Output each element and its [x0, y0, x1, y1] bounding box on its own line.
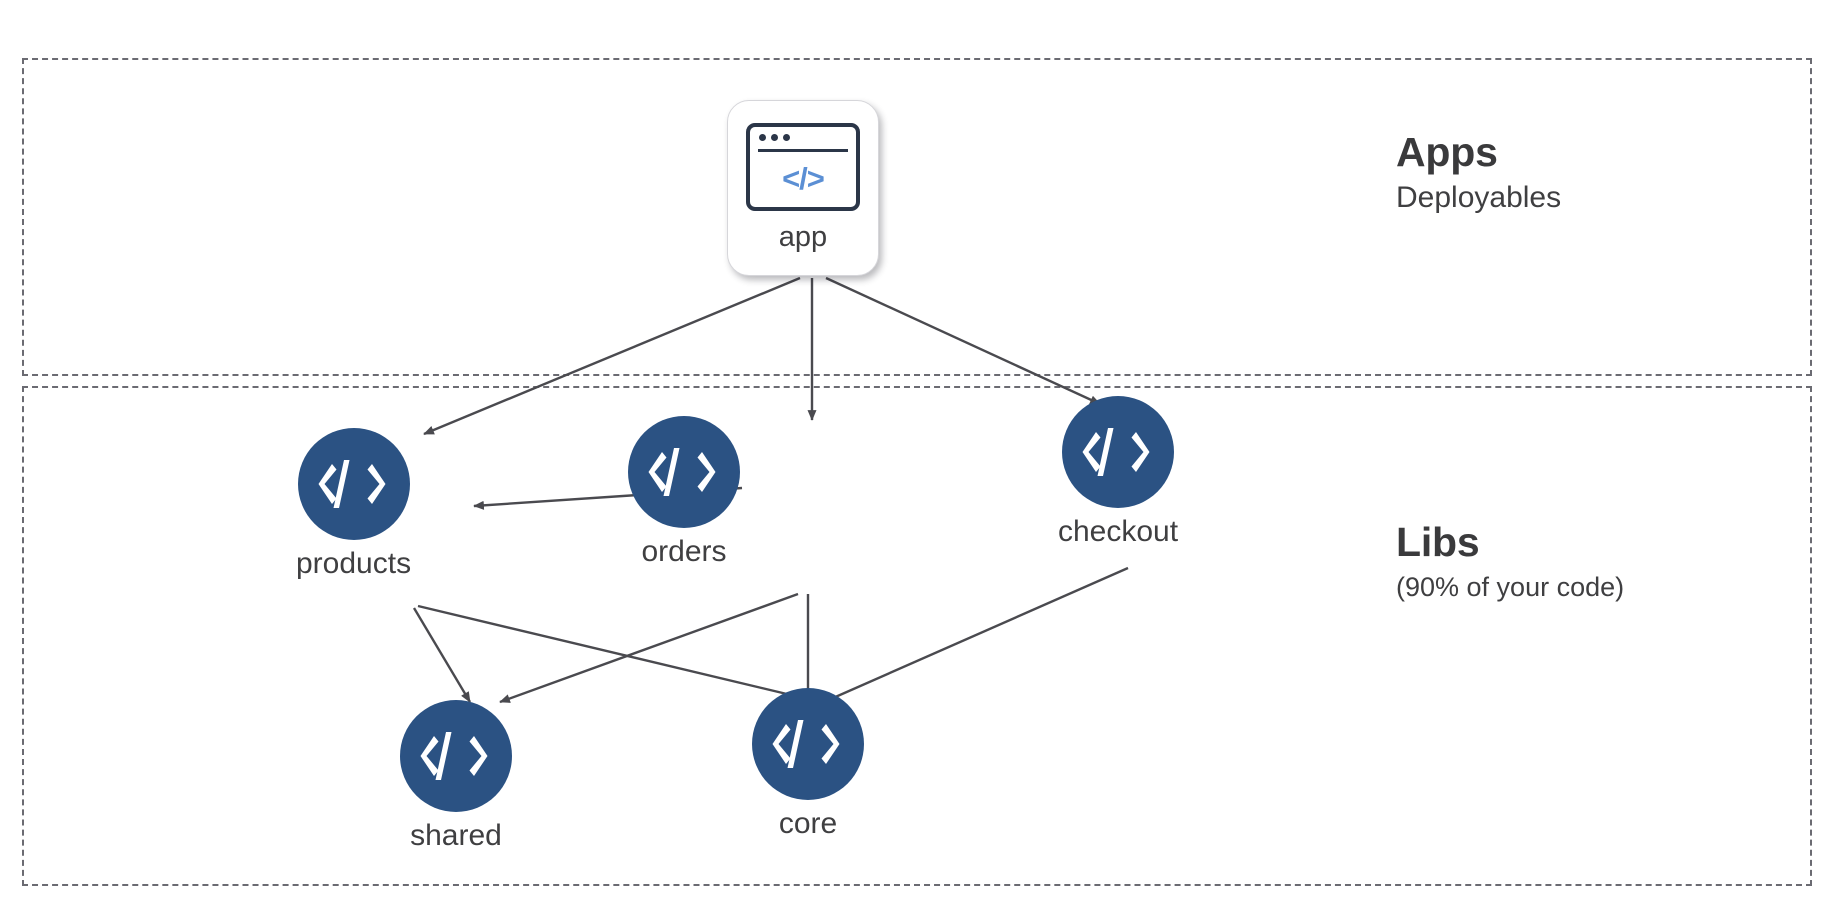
node-orders[interactable]: orders — [628, 416, 740, 569]
node-shared[interactable]: shared — [400, 700, 512, 853]
node-checkout-label: checkout — [1058, 515, 1179, 548]
node-app[interactable]: </> app — [727, 100, 879, 276]
code-icon — [752, 688, 864, 800]
zone-apps-subtitle: Deployables — [1396, 181, 1562, 215]
zone-libs-boundary — [22, 386, 1812, 886]
zone-apps-boundary — [22, 58, 1812, 376]
zone-libs-caption: Libs (90% of your code) — [1396, 518, 1624, 604]
zone-libs-subtitle: (90% of your code) — [1396, 572, 1625, 603]
node-core[interactable]: core — [752, 688, 864, 841]
node-core-label: core — [778, 807, 838, 840]
code-icon — [297, 428, 410, 540]
browser-code-icon: </> — [746, 123, 860, 211]
node-checkout[interactable]: checkout — [1058, 396, 1178, 549]
node-app-label: app — [778, 221, 828, 253]
window-titlebar-rule — [758, 149, 848, 152]
code-icon — [400, 700, 512, 812]
zone-apps-caption: Apps Deployables — [1396, 128, 1561, 216]
node-shared-label: shared — [410, 819, 502, 852]
code-icon — [1062, 396, 1175, 508]
code-glyph-icon: </> — [782, 161, 825, 196]
zone-libs-title: Libs — [1396, 519, 1480, 565]
node-products-label: products — [296, 547, 412, 580]
node-products[interactable]: products — [296, 428, 411, 581]
zone-apps-title: Apps — [1396, 129, 1498, 175]
code-icon — [628, 416, 740, 528]
window-dots-icon — [759, 134, 790, 141]
node-orders-label: orders — [641, 535, 727, 568]
